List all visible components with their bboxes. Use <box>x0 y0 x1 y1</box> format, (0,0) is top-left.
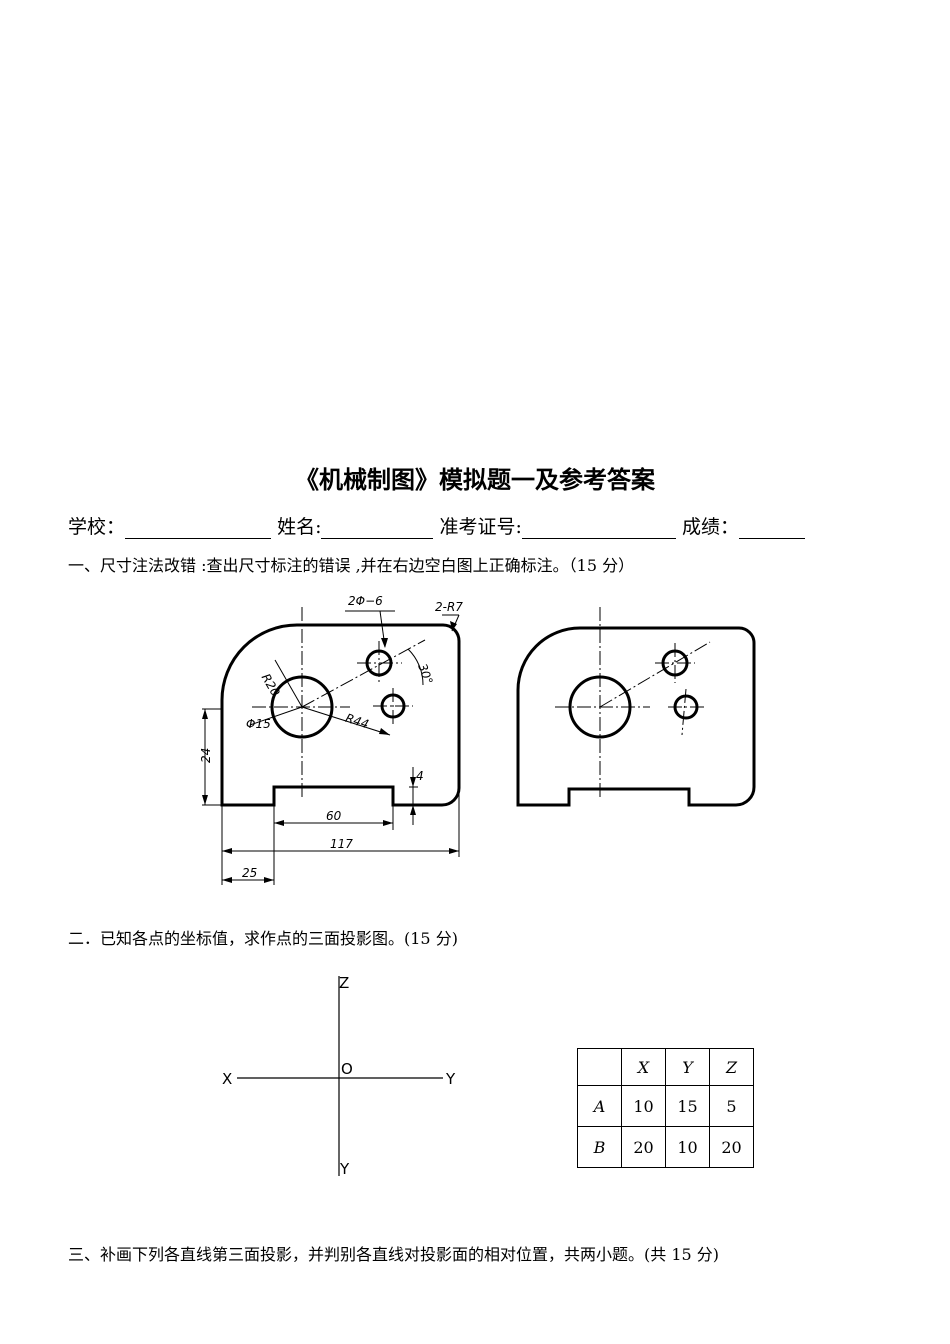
question-1-text: 一、尺寸注法改错 :查出尺寸标注的错误 ,并在右边空白图上正确标注。（15 分） <box>68 556 635 575</box>
table-cell: 10 <box>621 1085 666 1127</box>
table-row: A 10 15 5 <box>577 1085 754 1127</box>
row-label-b: B <box>577 1126 622 1168</box>
question-3-text: 三、补画下列各直线第三面投影，并判别各直线对投影面的相对位置，共两小题。(共 1… <box>68 1245 720 1264</box>
row-label-a: A <box>577 1085 622 1127</box>
table-row: B 20 10 20 <box>577 1126 754 1168</box>
axis-label-y-right: Y <box>445 1070 456 1088</box>
table-header-y: Y <box>665 1048 710 1086</box>
dimension-drawing-figure: 2Φ−6 2-R7 30° R20 Φ15 R44 24 4 60 117 25 <box>199 594 756 885</box>
table-cell: 15 <box>665 1085 710 1127</box>
label-d15: Φ15 <box>246 717 271 731</box>
table-header-row: X Y Z <box>577 1048 754 1086</box>
label-h4: 4 <box>416 769 424 783</box>
left-dimension-lines <box>202 610 460 885</box>
label-w117: 117 <box>330 837 353 851</box>
label-r44: R44 <box>344 711 371 732</box>
table-header-x: X <box>621 1048 666 1086</box>
label-r20: R20 <box>259 671 283 699</box>
label-h24: 24 <box>199 748 213 763</box>
name-blank <box>321 518 434 539</box>
table-cell: 10 <box>665 1126 710 1168</box>
name-label: 姓名: <box>277 516 322 538</box>
left-part-outline <box>220 623 461 807</box>
left-part-holes <box>270 649 406 739</box>
axis-label-z: Z <box>339 974 349 992</box>
left-centerlines <box>252 607 426 800</box>
table-cell: 20 <box>709 1126 754 1168</box>
left-dimension-arrows <box>202 621 459 883</box>
right-centerlines <box>555 607 711 800</box>
axis-label-o: O <box>341 1060 353 1078</box>
school-blank <box>125 518 272 539</box>
label-corner: 2-R7 <box>435 600 463 614</box>
table-header-z: Z <box>709 1048 754 1086</box>
score-blank <box>738 518 805 539</box>
page-title: 《机械制图》模拟题一及参考答案 <box>295 465 655 494</box>
question-2-text: 二．已知各点的坐标值，求作点的三面投影图。(15 分) <box>68 929 458 948</box>
label-w60: 60 <box>326 809 342 823</box>
exam-id-label: 准考证号: <box>439 516 522 538</box>
label-holes: 2Φ−6 <box>348 594 383 608</box>
table-cell: 20 <box>621 1126 666 1168</box>
left-dimension-texts: 2Φ−6 2-R7 30° R20 Φ15 R44 24 4 60 117 25 <box>199 594 463 880</box>
score-label: 成绩： <box>681 516 739 538</box>
projection-axes-figure: Z X O Y Y <box>222 974 456 1178</box>
student-info-line: 学校： 姓名: 准考证号: 成绩： <box>68 512 805 539</box>
label-w25: 25 <box>242 866 257 880</box>
exam-id-blank <box>521 518 676 539</box>
right-part-outline <box>516 626 756 807</box>
axis-label-y-down: Y <box>339 1160 350 1178</box>
label-angle: 30° <box>415 662 435 687</box>
coordinate-table: X Y Z A 10 15 5 B 20 10 20 <box>577 1048 754 1168</box>
axis-label-x: X <box>222 1070 232 1088</box>
table-cell <box>577 1048 622 1086</box>
table-cell: 5 <box>709 1085 754 1127</box>
school-label: 学校： <box>68 516 126 538</box>
